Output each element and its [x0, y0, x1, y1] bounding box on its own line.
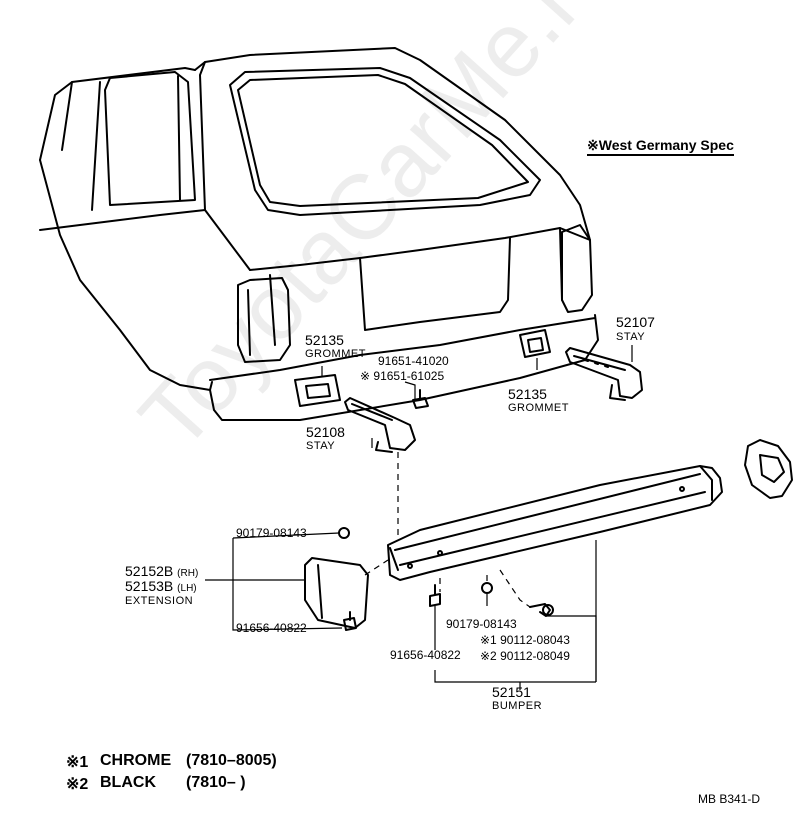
legend-mark-1: ※1	[66, 754, 89, 771]
car-body-outline	[39, 47, 599, 421]
bolt-upper-number-1: 91651-41020	[378, 354, 449, 368]
grommet-right-name: GROMMET	[508, 402, 569, 414]
stay-left-name: STAY	[306, 440, 336, 452]
grommet-left-number: 52135	[305, 332, 344, 348]
nut-center-shape	[481, 582, 493, 594]
bolt-left-shape	[343, 611, 357, 631]
grommet-right-shape	[519, 329, 551, 358]
bolt-center-left-shape	[429, 584, 441, 607]
bolt-center-right-shape	[529, 603, 554, 617]
legend-mark-2: ※2	[66, 776, 89, 793]
extension-lh-part: 52153B	[125, 578, 174, 594]
extension-rh-side: (RH)	[177, 568, 199, 579]
grommet-left-shape	[294, 374, 341, 407]
bolt-center-left-number: 91656-40822	[390, 648, 461, 662]
bumper-bar-shape	[387, 465, 723, 581]
legend-range-1: (7810–8005)	[186, 752, 277, 769]
legend-range-2: (7810– )	[186, 774, 246, 791]
stay-left-number: 52108	[306, 424, 345, 440]
bolt-center-1-number: ※1 90112-08043	[480, 633, 570, 647]
extension-rh-part: 52152B	[125, 563, 174, 579]
grommet-right-number: 52135	[508, 386, 547, 402]
nut-left-shape	[338, 527, 350, 539]
diagram-code: MB B341-D	[698, 792, 761, 806]
bolt-left-number: 91656-40822	[236, 621, 307, 635]
extension-number-rh: 52152B (RH)	[125, 564, 198, 581]
spec-note: ※West Germany Spec	[587, 138, 734, 156]
bumper-name: BUMPER	[492, 700, 543, 712]
leader-lines	[205, 345, 633, 690]
stay-right-name: STAY	[616, 331, 646, 343]
extension-number-lh: 52153B (LH)	[125, 579, 197, 596]
nut-center-number: 90179-08143	[446, 617, 517, 631]
stay-right-number: 52107	[616, 314, 655, 330]
extension-shape	[304, 557, 369, 629]
bumper-end-cap-shape	[744, 439, 793, 499]
legend-label-1: CHROME	[100, 752, 172, 769]
legend-label-2: BLACK	[100, 774, 156, 791]
bolt-upper-number-2: ※ 91651-61025	[360, 369, 445, 383]
extension-lh-side: (LH)	[177, 583, 197, 594]
extension-name: EXTENSION	[125, 595, 194, 607]
stay-left-shape	[344, 397, 416, 453]
bumper-number: 52151	[492, 684, 531, 700]
bolt-center-2-number: ※2 90112-08049	[480, 649, 570, 663]
bolt-upper-shape	[412, 389, 429, 409]
alignment-dashes	[364, 452, 531, 608]
nut-left-number: 90179-08143	[236, 526, 307, 540]
stay-right-shape	[565, 347, 643, 401]
grommet-left-name: GROMMET	[305, 348, 366, 360]
